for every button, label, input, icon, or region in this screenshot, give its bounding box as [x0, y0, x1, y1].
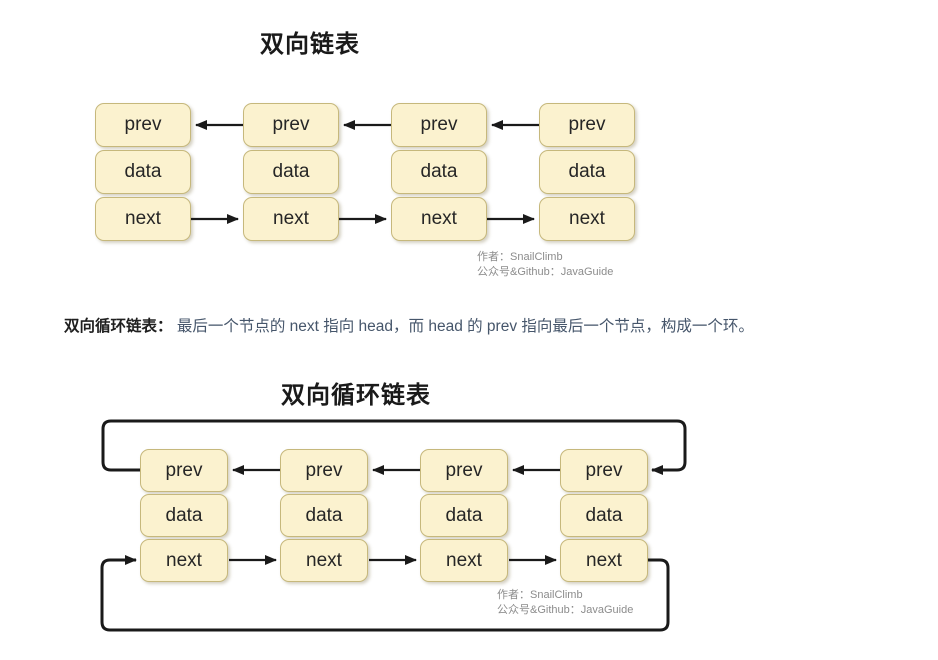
d1-node2-prev-cell: prev: [243, 103, 339, 147]
diagram2-attribution: 作者：SnailClimb 公众号&Github：JavaGuide: [497, 588, 633, 618]
d2-node3-data-cell: data: [420, 494, 508, 537]
diagram1-attribution: 作者：SnailClimb 公众号&Github：JavaGuide: [477, 250, 613, 280]
d1-node1-prev-cell: prev: [95, 103, 191, 147]
d1-node4-data-cell: data: [539, 150, 635, 194]
d2-node4-next-cell: next: [560, 539, 648, 582]
d1-node3-next-cell: next: [391, 197, 487, 241]
d2-node1-next-cell: next: [140, 539, 228, 582]
d1-node4-prev-cell: prev: [539, 103, 635, 147]
attribution-source: 公众号&Github：JavaGuide: [497, 604, 634, 616]
note-term: 双向循环链表：: [64, 318, 173, 335]
d1-node4-next-cell: next: [539, 197, 635, 241]
diagram2-title: 双向循环链表: [281, 382, 431, 409]
d2-node4-prev-cell: prev: [560, 449, 648, 492]
attribution-source: 公众号&Github：JavaGuide: [477, 266, 614, 278]
d2-node4-data-cell: data: [560, 494, 648, 537]
d2-node2-next-cell: next: [280, 539, 368, 582]
d1-node1-next-cell: next: [95, 197, 191, 241]
diagram1-title: 双向链表: [260, 31, 360, 58]
note-body: 最后一个节点的 next 指向 head，而 head 的 prev 指向最后一…: [176, 318, 754, 335]
d1-node2-data-cell: data: [243, 150, 339, 194]
d1-node3-prev-cell: prev: [391, 103, 487, 147]
d2-node1-data-cell: data: [140, 494, 228, 537]
note-paragraph: 双向循环链表： 最后一个节点的 next 指向 head，而 head 的 pr…: [64, 316, 924, 338]
d2-node3-prev-cell: prev: [420, 449, 508, 492]
d2-node1-prev-cell: prev: [140, 449, 228, 492]
d1-node1-data-cell: data: [95, 150, 191, 194]
attribution-author: 作者：SnailClimb: [497, 589, 583, 601]
d2-node3-next-cell: next: [420, 539, 508, 582]
d2-node2-data-cell: data: [280, 494, 368, 537]
d1-node3-data-cell: data: [391, 150, 487, 194]
d2-node2-prev-cell: prev: [280, 449, 368, 492]
d1-node2-next-cell: next: [243, 197, 339, 241]
attribution-author: 作者：SnailClimb: [477, 251, 563, 263]
